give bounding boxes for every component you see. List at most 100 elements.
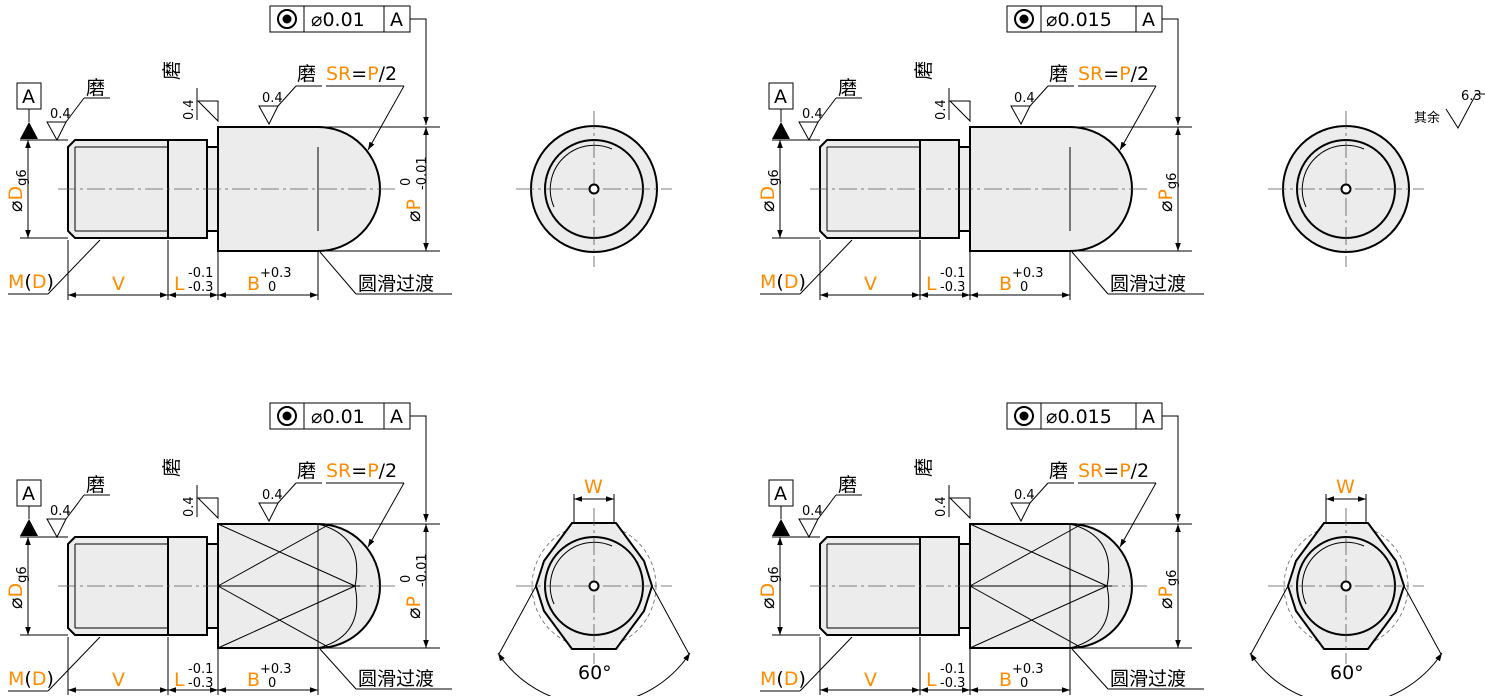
transition-label: 圆滑过渡 — [358, 273, 434, 295]
svg-text:-0.3: -0.3 — [940, 280, 965, 295]
end-view-3: W 60° — [497, 476, 691, 696]
tolerance-frame: ⌀0.01 A — [269, 402, 429, 522]
roughness-value: 0.4 — [50, 107, 71, 122]
svg-text:圆滑过渡: 圆滑过渡 — [1110, 273, 1186, 295]
thread-callout: M(D) — [8, 636, 101, 692]
svg-text:⌀P: ⌀P — [403, 596, 425, 619]
svg-text:磨: 磨 — [86, 474, 105, 496]
transition-callout: 圆滑过渡 — [319, 648, 452, 690]
svg-text:-0.01: -0.01 — [415, 156, 430, 190]
head-diameter-label: ⌀P 0 -0.01 — [399, 156, 430, 222]
svg-text:⌀0.01: ⌀0.01 — [311, 406, 365, 428]
annotations-view-2: ⌀0.015 A A 0.4 磨 0.4 磨 0.4 磨 — [757, 5, 1204, 300]
head-diameter-label: ⌀Pg6 — [1155, 570, 1180, 609]
length-dims: V L -0.1 -0.3 B +0.3 0 — [67, 240, 319, 300]
svg-text:0.4: 0.4 — [182, 99, 197, 120]
datum-marker: A — [16, 479, 42, 536]
svg-text:0: 0 — [399, 575, 414, 583]
grind-callout-shank: 0.4 磨 — [798, 77, 862, 142]
svg-text:0.4: 0.4 — [802, 504, 823, 519]
datum-label: A — [22, 86, 35, 108]
svg-text:⌀0.015: ⌀0.015 — [1046, 406, 1112, 428]
general-roughness-label: 其余 — [1414, 110, 1440, 126]
svg-text:圆滑过渡: 圆滑过渡 — [1110, 668, 1186, 690]
svg-text:磨: 磨 — [913, 61, 935, 80]
length-dims: V L -0.1 -0.3 B +0.3 0 — [819, 637, 1071, 695]
side-view-1 — [20, 126, 440, 252]
tolerance-frame: ⌀0.015 A — [1006, 402, 1181, 522]
svg-text:0: 0 — [399, 178, 414, 186]
svg-text:0: 0 — [268, 280, 276, 295]
datum-marker: A — [16, 82, 42, 139]
transition-callout: 圆滑过渡 — [319, 251, 452, 295]
svg-text:0.4: 0.4 — [802, 107, 823, 122]
svg-text:B: B — [247, 273, 260, 295]
svg-text:磨: 磨 — [297, 460, 316, 482]
svg-text:B: B — [999, 669, 1012, 691]
svg-text:A: A — [22, 483, 35, 505]
svg-text:L: L — [174, 273, 185, 295]
transition-callout: 圆滑过渡 — [1071, 648, 1204, 690]
grind-callout-collar: 0.4 磨 — [161, 61, 219, 123]
grind-callout-head: 0.4 磨 SR=P/2 — [258, 460, 405, 548]
svg-text:-0.01: -0.01 — [415, 553, 430, 587]
svg-text:磨: 磨 — [913, 458, 935, 477]
thread-callout: M(D) — [8, 239, 101, 295]
shank-diameter-label: ⌀Dg6 — [5, 566, 30, 609]
svg-text:V: V — [864, 669, 877, 691]
svg-text:B: B — [247, 669, 260, 691]
w-label: W — [1336, 476, 1355, 498]
grind-callout-collar: 0.4 磨 — [913, 458, 971, 520]
svg-text:磨: 磨 — [1049, 63, 1068, 85]
w-label: W — [584, 476, 603, 498]
svg-text:V: V — [112, 669, 125, 691]
tolerance-frame: ⌀0.01 A — [269, 5, 429, 125]
svg-text:A: A — [1142, 406, 1155, 428]
svg-text:M(D): M(D) — [760, 271, 806, 293]
general-roughness-note: 其余 6.3 — [1414, 89, 1485, 129]
svg-text:0.4: 0.4 — [1014, 91, 1035, 106]
length-dims: V L -0.1 -0.3 B +0.3 0 — [67, 637, 319, 695]
tolerance-frame: ⌀0.015 A — [1006, 5, 1181, 125]
length-dims: V L -0.1 -0.3 B +0.3 0 — [819, 240, 1071, 300]
side-view-2 — [772, 126, 1192, 252]
svg-text:0.4: 0.4 — [182, 496, 197, 517]
shank-diameter-label: ⌀Dg6 — [757, 169, 782, 212]
sr-label: SR=P/2 — [1078, 460, 1149, 482]
svg-text:-0.1: -0.1 — [940, 266, 965, 281]
thread-callout: M(D) — [760, 636, 853, 692]
svg-text:+0.3: +0.3 — [1012, 662, 1044, 677]
annotations-view-1: ⌀0.01 A A 0.4 磨 0.4 磨 — [5, 5, 452, 300]
svg-text:M(D): M(D) — [8, 668, 54, 690]
svg-text:B: B — [999, 273, 1012, 295]
concentricity-icon — [277, 9, 297, 29]
grind-callout-shank: 0.4 磨 — [46, 474, 110, 539]
side-view-3 — [20, 523, 440, 649]
svg-text:磨: 磨 — [838, 77, 857, 99]
svg-text:0.4: 0.4 — [934, 99, 949, 120]
svg-text:磨: 磨 — [1049, 460, 1068, 482]
grind-callout-collar: 0.4 磨 — [913, 61, 971, 123]
end-view-1 — [516, 111, 672, 267]
side-view-4 — [772, 523, 1192, 649]
sr-label: SR=P/2 — [326, 63, 397, 85]
svg-text:A: A — [1142, 9, 1155, 31]
grind-label: 磨 — [86, 77, 105, 99]
end-view-4: W 60° — [1249, 476, 1443, 696]
shank-diameter-label: ⌀Dg6 — [757, 566, 782, 609]
head-diameter-label: ⌀P 0 -0.01 — [399, 553, 430, 619]
datum-marker: A — [768, 82, 794, 139]
grind-callout-head: 0.4 磨 SR=P/2 — [1010, 63, 1157, 151]
svg-text:0.4: 0.4 — [1014, 488, 1035, 503]
tolerance-datum: A — [390, 9, 403, 31]
v-label: V — [112, 273, 125, 295]
svg-text:+0.3: +0.3 — [260, 662, 292, 677]
grind-callout-shank: 0.4 磨 — [798, 474, 862, 539]
svg-text:-0.3: -0.3 — [188, 676, 213, 691]
svg-text:0: 0 — [1020, 676, 1028, 691]
svg-text:A: A — [390, 406, 403, 428]
svg-text:⌀P: ⌀P — [403, 199, 425, 222]
svg-text:-0.3: -0.3 — [188, 280, 213, 295]
datum-marker: A — [768, 479, 794, 536]
